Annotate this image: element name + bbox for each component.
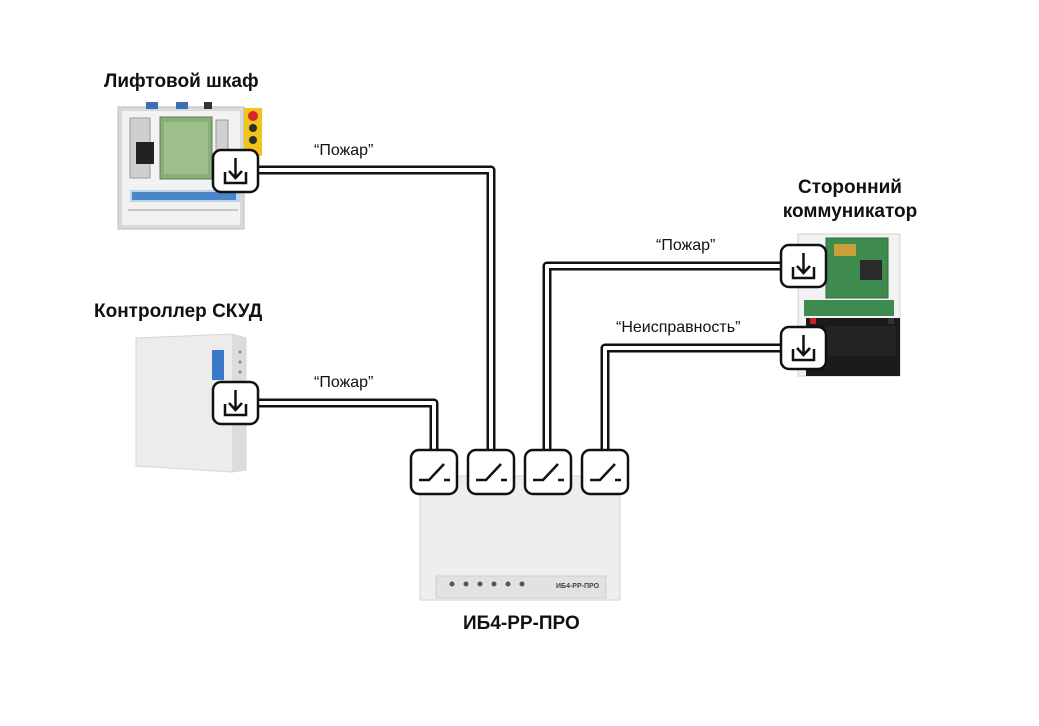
device-panel-model-text: ИБ4-РР-ПРО — [556, 583, 600, 590]
elevator-cabinet-image — [117, 102, 262, 230]
signal-communicator-fault: “Неисправность” — [616, 319, 741, 336]
signal-access-controller-fire: “Пожар” — [314, 374, 374, 391]
signal-communicator-fire: “Пожар” — [656, 237, 716, 254]
device-label: ИБ4-РР-ПРО — [463, 613, 580, 634]
input-arrow-icon — [779, 325, 828, 371]
wire-communicator-fault — [600, 343, 781, 458]
communicator-label: Сторонний коммуникатор — [770, 176, 930, 224]
communicator-label-line1: Сторонний — [798, 177, 902, 198]
input-arrow-icon — [779, 243, 828, 289]
relay-switch-icon — [466, 448, 516, 496]
device-ib4-body: ИБ4-РР-ПРО — [419, 475, 621, 601]
relay-switch-icon — [580, 448, 630, 496]
wire-communicator-fire — [542, 261, 781, 458]
relay-switch-icon — [409, 448, 459, 496]
elevator-cabinet-label: Лифтовой шкаф — [104, 71, 259, 92]
access-controller-label: Контроллер СКУД — [94, 301, 263, 322]
input-arrow-icon — [211, 148, 260, 194]
access-controller-image — [135, 333, 247, 473]
wire-access-controller — [258, 398, 439, 458]
communicator-label-line2: коммуникатор — [782, 201, 918, 222]
signal-elevator-fire: “Пожар” — [314, 142, 374, 159]
wire-elevator — [258, 165, 496, 458]
relay-switch-icon — [523, 448, 573, 496]
input-arrow-icon — [211, 380, 260, 426]
